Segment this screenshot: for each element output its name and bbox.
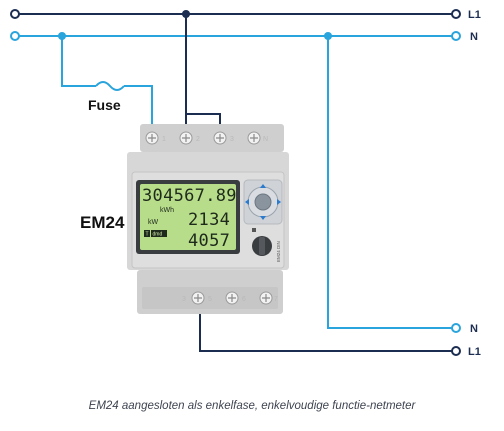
bottom-terminal-num-3: 6 <box>242 296 246 303</box>
joystick-right-arrow-icon <box>277 199 281 205</box>
meter-side-text: EM24 DIN <box>276 241 281 262</box>
bottom-terminal-num-4: 7 <box>274 296 278 303</box>
joystick-down-arrow-icon <box>260 216 266 220</box>
l1-junction-dot <box>182 10 190 18</box>
top-screw-4 <box>247 131 261 145</box>
lcd-row-2: 2134 <box>188 210 230 230</box>
lcd-tag-t: T <box>146 232 149 238</box>
l1-top-right-terminal <box>451 9 461 19</box>
n-bottom-right-terminal <box>451 323 461 333</box>
top-screw-3 <box>213 131 227 145</box>
bottom-terminal-num-2: 5 <box>208 296 212 303</box>
l1-bottom-right-terminal <box>451 346 461 356</box>
joystick-up-arrow-icon <box>260 184 266 188</box>
terminal-bridge-wire <box>185 113 221 128</box>
l1-top-label: L1 <box>468 9 481 21</box>
n-junction-dot-right <box>324 32 332 40</box>
top-screw-1 <box>145 131 159 145</box>
meter-model-label: EM24 <box>80 213 125 232</box>
top-terminal-num-1: 1 <box>162 136 166 143</box>
l1-bottom-wire <box>199 310 452 352</box>
bottom-screw-3 <box>259 291 273 305</box>
n-bottom-label: N <box>470 323 478 335</box>
l1-bottom-label: L1 <box>468 346 481 358</box>
meter-top-block <box>140 124 284 152</box>
top-terminal-num-3: 3 <box>230 136 234 143</box>
lcd-row-1: 304567.89 <box>142 186 237 206</box>
lcd-unit-kwh: kWh <box>160 207 174 214</box>
l1-top-left-terminal <box>10 9 20 19</box>
em24-meter: 1 2 3 N 3 5 6 7 304567.89 kWh kW 2134 T … <box>127 124 289 314</box>
bottom-terminal-num-1: 3 <box>182 296 186 303</box>
n-top-left-terminal <box>10 31 20 41</box>
n-top-label: N <box>470 31 478 43</box>
lcd-tag-dmd: dmd <box>153 232 163 238</box>
n-fuse-wire <box>61 36 96 87</box>
top-terminal-num-4: N <box>263 136 268 143</box>
figure-caption: EM24 aangesloten als enkelfase, enkelvou… <box>88 400 416 412</box>
fuse-symbol <box>95 81 125 91</box>
top-terminal-num-2: 2 <box>196 136 200 143</box>
joystick-button <box>254 193 272 211</box>
lcd-tag-box-t <box>144 230 150 237</box>
lcd-unit-kw: kW <box>148 219 159 226</box>
meter-bottom-inset <box>142 287 278 309</box>
selector-dial-grip <box>259 237 265 255</box>
bottom-screw-2 <box>225 291 239 305</box>
bottom-screw-1 <box>191 291 205 305</box>
lcd-tag-box-dmd <box>151 230 167 237</box>
selector-lock-icon <box>252 228 256 232</box>
n-fuse-to-meter-wire <box>124 85 153 128</box>
n-right-wire <box>327 36 452 329</box>
top-screw-2 <box>179 131 193 145</box>
n-junction-dot-left <box>58 32 66 40</box>
n-top-right-terminal <box>451 31 461 41</box>
lcd-row-3: 4057 <box>188 231 230 251</box>
joystick-left-arrow-icon <box>245 199 249 205</box>
fuse-label: Fuse <box>88 97 121 113</box>
